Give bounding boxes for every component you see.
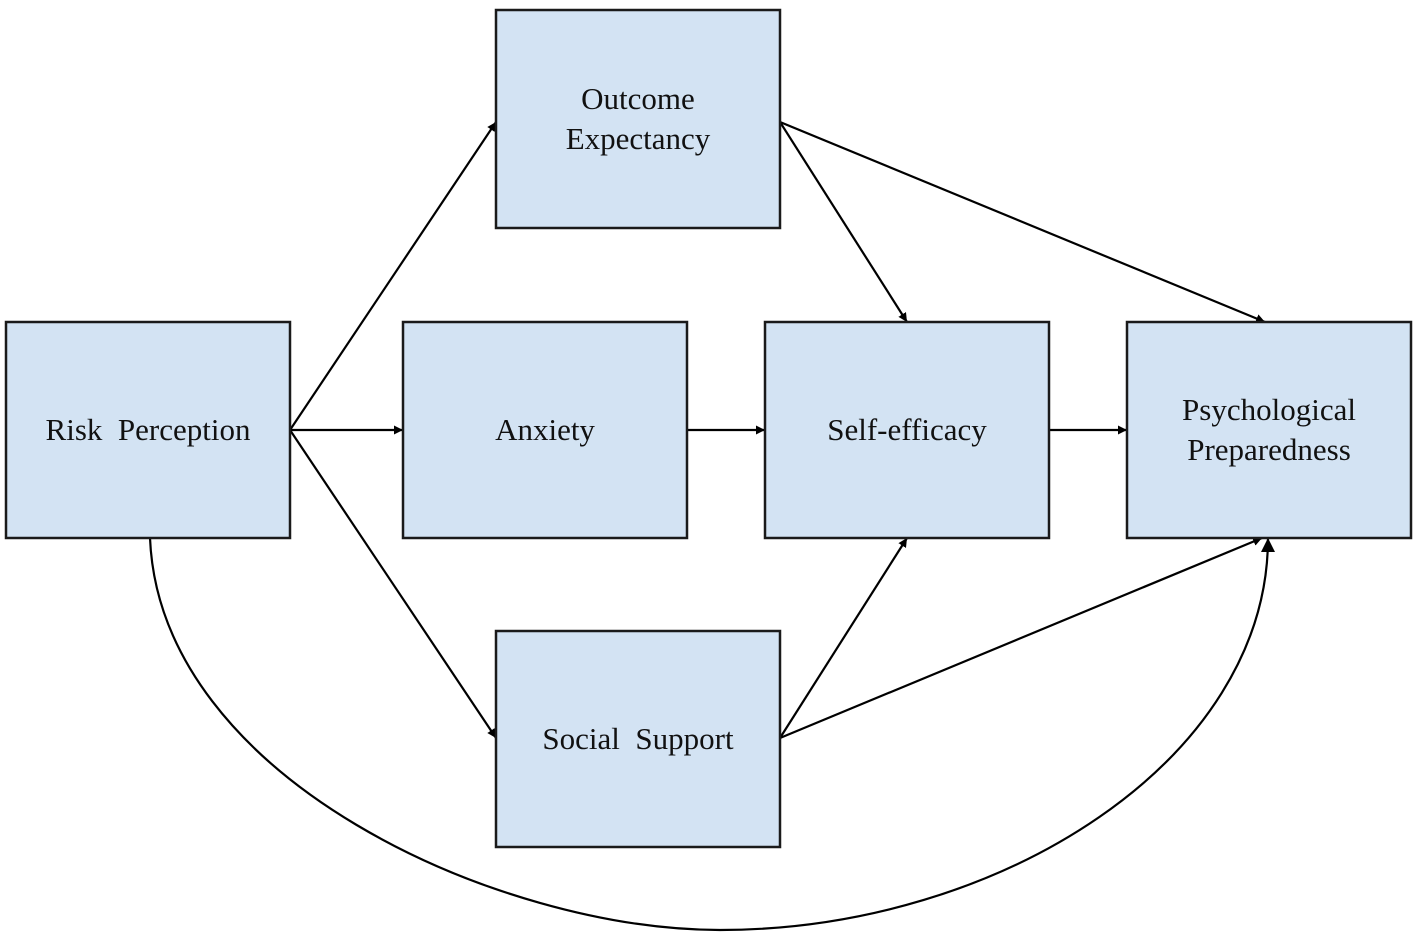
node-label: Preparedness bbox=[1187, 432, 1351, 467]
node-label: Psychological bbox=[1182, 392, 1356, 427]
node-label: Risk Perception bbox=[46, 412, 251, 447]
node-label: Outcome bbox=[581, 81, 695, 116]
node-box bbox=[1125, 320, 1413, 540]
node-label: Anxiety bbox=[495, 412, 595, 447]
edges-layer bbox=[148, 120, 1275, 932]
edge-social-to-prep bbox=[779, 536, 1263, 740]
node-box bbox=[763, 320, 1051, 540]
node-label: Self-efficacy bbox=[827, 412, 987, 447]
node-label: Expectancy bbox=[566, 121, 711, 156]
edge-risk-to-social bbox=[289, 429, 497, 739]
nodes-layer: Risk PerceptionOutcomeExpectancyAnxietyS… bbox=[4, 8, 1413, 849]
edge-social-to-selfeff bbox=[779, 537, 908, 739]
edge-outcome-to-selfeff bbox=[779, 121, 908, 323]
node-selfeff: Self-efficacy bbox=[763, 320, 1051, 540]
edge-risk-to-outcome bbox=[289, 121, 497, 431]
edge-outcome-to-prep bbox=[779, 120, 1266, 324]
node-box bbox=[4, 320, 292, 540]
node-box bbox=[494, 8, 782, 230]
node-box bbox=[401, 320, 689, 540]
node-social: Social Support bbox=[494, 629, 782, 849]
node-risk: Risk Perception bbox=[4, 320, 292, 540]
node-box bbox=[494, 629, 782, 849]
node-anxiety: Anxiety bbox=[401, 320, 689, 540]
edge-risk-to-prep bbox=[148, 537, 1275, 932]
node-label: Social Support bbox=[542, 721, 734, 756]
